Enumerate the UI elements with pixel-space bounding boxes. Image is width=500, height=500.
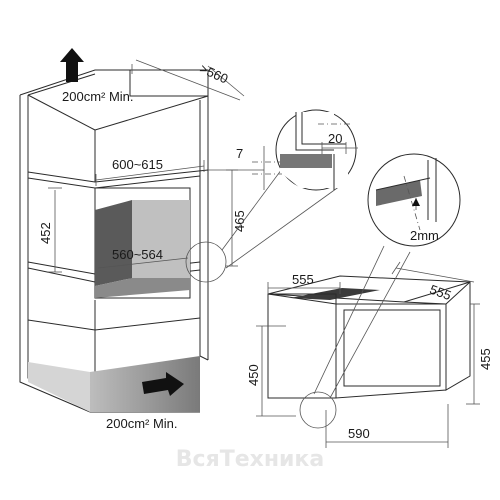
- detail-magnifier-bottom: [367, 153, 461, 247]
- niche-oven-shape: [95, 200, 190, 298]
- depth-min-label: >560: [198, 61, 231, 87]
- top-gap-label: 7: [236, 146, 243, 161]
- oven-depth-dimension: [391, 261, 475, 283]
- overall-width-dimension: [325, 404, 449, 448]
- oven-depth-label: 555: [428, 282, 454, 304]
- detail-circle-cabinet: [185, 241, 227, 283]
- oven-width-label: 555: [292, 272, 314, 287]
- total-height-label: 455: [478, 348, 493, 370]
- detail-magnifier-top: [275, 109, 357, 191]
- top-gap-dimension: [252, 146, 282, 190]
- opening-height-dimension: [208, 169, 264, 267]
- front-height-dimension: [256, 325, 296, 417]
- airflow-arrow-top: [60, 48, 84, 82]
- detail-depth-dimension: [321, 142, 358, 154]
- niche-width-label: 600~615: [112, 157, 163, 172]
- front-height-label: 450: [246, 364, 261, 386]
- detail-depth-label: 20: [328, 131, 342, 146]
- niche-height-label: 452: [38, 222, 53, 244]
- detail-circle-oven: [299, 391, 337, 429]
- bottom-gap-dimension: [412, 198, 420, 210]
- oven-body: [267, 275, 471, 399]
- oven-width-dimension: [267, 282, 341, 294]
- niche-width-dimension: [95, 160, 205, 186]
- total-height-dimension: [466, 303, 480, 405]
- air-bottom-label: 200cm² Min.: [106, 416, 178, 431]
- niche-height-dimension: [48, 187, 62, 273]
- opening-height-label: 465: [232, 210, 247, 232]
- airflow-arrow-bottom: [142, 372, 184, 396]
- overall-width-label: 590: [348, 426, 370, 441]
- inner-width-label: 560~564: [112, 247, 163, 262]
- bottom-gap-label: 2mm: [410, 228, 439, 243]
- watermark: ВсяТехника: [176, 447, 324, 472]
- depth-dimension: [131, 59, 245, 101]
- inner-width-dimension: [97, 257, 189, 269]
- air-top-label: 200cm² Min.: [62, 89, 134, 104]
